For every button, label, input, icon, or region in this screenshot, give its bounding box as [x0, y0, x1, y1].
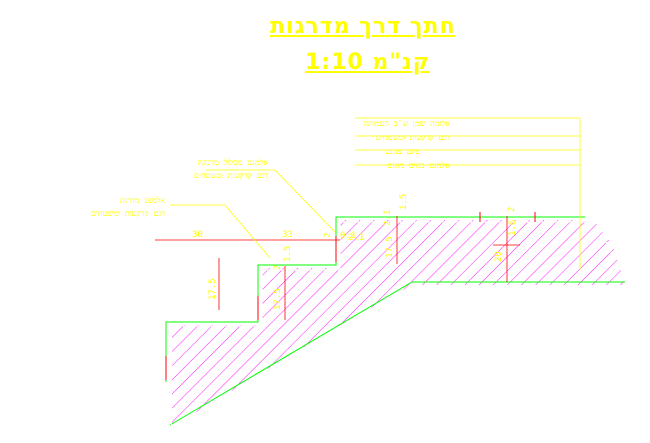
- finish-layer-inner: [169, 221, 585, 384]
- label-lower-left-1: אלמנט מדרגה: [120, 196, 165, 205]
- dim-finish-1: 1.5: [283, 246, 293, 262]
- soffit-line: [169, 281, 625, 426]
- dim-small-1: 2: [273, 265, 283, 270]
- dim-slab-thickness: 1.6: [508, 220, 518, 236]
- label-upper-left-2: דגם קרקעות ומשטחים: [194, 171, 268, 180]
- nosing-3: [321, 211, 331, 221]
- label-top-right-4: אלמנט בגזים מוגזם: [387, 161, 450, 170]
- label-top-right-3: פיזם צמנט: [385, 147, 420, 156]
- nosing-1: [155, 313, 165, 323]
- dim-slab-depth: 20: [494, 251, 504, 262]
- label-lower-left-2: דגם קרקעות ומשטחים: [91, 209, 165, 218]
- dim-riser-1: 17.5: [208, 278, 218, 300]
- label-upper-left-1: אלמנט מסלול מדבקה: [197, 158, 268, 167]
- label-top-right-2: דגם קרקעות ומשטחים: [376, 133, 450, 142]
- label-top-right-1: אלומה שמן ש'ב העמותה: [363, 119, 450, 128]
- dim-tread-2: 33: [282, 230, 293, 240]
- dim-finish-2: 1.5: [399, 194, 409, 210]
- dim-small-3: 2.1: [348, 233, 364, 243]
- dim-finish-4: 2: [323, 233, 333, 238]
- break-line-right: [587, 213, 627, 291]
- drawing-scale: קנ"מ 1:10: [305, 50, 430, 75]
- leader-lines: [170, 117, 581, 270]
- finish-layer: [165, 216, 585, 382]
- drawing-title: חתך דרך מדרגות: [270, 14, 456, 39]
- nosing-2: [240, 262, 250, 272]
- dim-small-4: 0.1: [340, 231, 356, 241]
- dimension-lines: [155, 216, 520, 320]
- dim-small-2: 2.1: [383, 210, 393, 226]
- dim-finish-3: 2: [507, 207, 517, 212]
- dim-tread-1: 30: [192, 230, 203, 240]
- break-line-left: [127, 349, 173, 426]
- dim-riser-3: 17.5: [385, 236, 395, 258]
- dim-riser-2: 17.5: [273, 288, 283, 310]
